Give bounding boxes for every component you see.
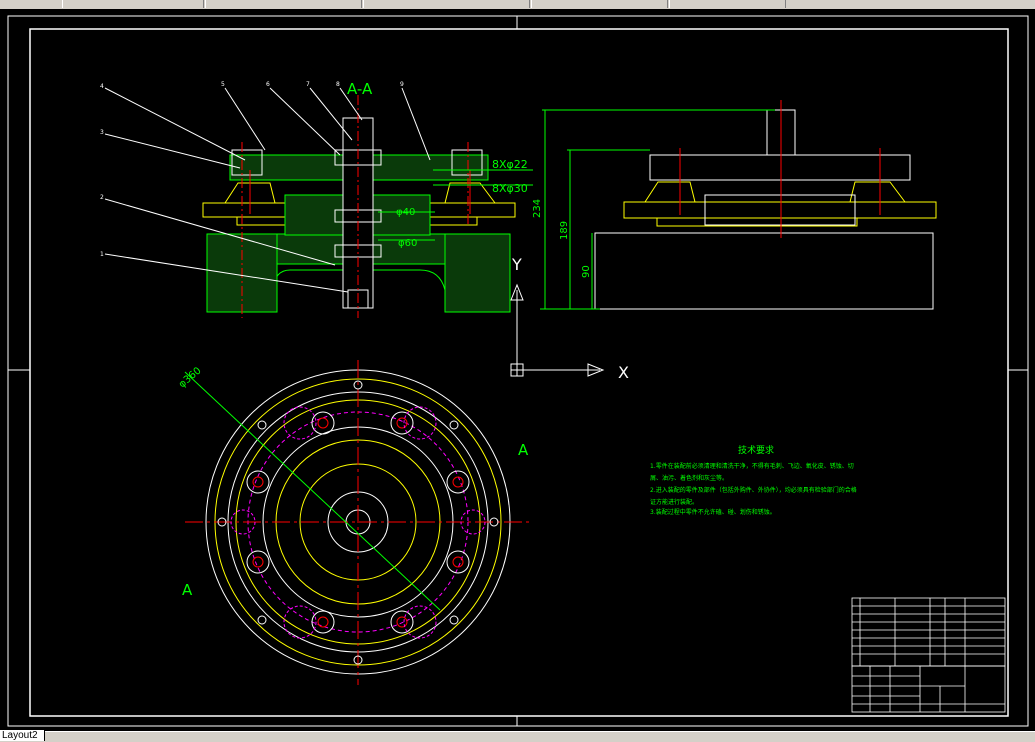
- callout-3: 3: [100, 129, 104, 136]
- dim-holes-22: 8Xφ22: [492, 158, 528, 171]
- callout-9: 9: [400, 81, 404, 88]
- toolbar-segment[interactable]: [669, 0, 786, 8]
- callout-4: 4: [100, 83, 104, 90]
- dim-bore-60: φ60: [398, 238, 417, 249]
- callout-7: 7: [306, 81, 310, 88]
- layout-tabs-bar: Layout2: [0, 730, 1035, 742]
- dim-diameter: φ360: [177, 365, 204, 390]
- toolbar-segment[interactable]: [62, 0, 204, 8]
- title-block: [851, 597, 1006, 713]
- toolbar-segment[interactable]: [363, 0, 530, 8]
- outer-frame: [7, 15, 1029, 727]
- plan-view: [184, 360, 530, 685]
- section-view: [202, 95, 533, 318]
- callout-numbers: 4 3 2 1 5 6 7 8 9: [100, 81, 404, 258]
- dim-234: 234: [532, 199, 543, 218]
- ucs-x-label: X: [618, 363, 629, 382]
- tech-line-4: 证方能进行装配。: [650, 498, 698, 506]
- drawing-canvas[interactable]: 4 3 2 1 5 6 7 8 9 A-A 8Xφ22 8Xφ30 φ40 φ6…: [0, 9, 1035, 731]
- callout-5: 5: [221, 81, 225, 88]
- side-view: [540, 100, 937, 310]
- toolbar-segment[interactable]: [531, 0, 668, 8]
- tech-line-2: 屑、油污、着色剂和灰尘等。: [650, 474, 728, 482]
- callout-8: 8: [336, 81, 340, 88]
- callout-1: 1: [100, 251, 104, 258]
- section-mark-right: A: [518, 441, 529, 459]
- tech-line-5: 3.装配过程中零件不允许磕、碰、划伤和锈蚀。: [650, 508, 776, 516]
- callout-6: 6: [266, 81, 270, 88]
- tech-line-1: 1.零件在装配前必须清理和清洗干净，不得有毛刺、飞边、氧化皮、锈蚀、切: [650, 462, 854, 470]
- ucs-icon: [510, 283, 605, 377]
- dim-189: 189: [559, 221, 570, 240]
- dim-bore-40: φ40: [396, 207, 415, 218]
- tech-requirements: 技术要求 1.零件在装配前必须清理和清洗干净，不得有毛刺、飞边、氧化皮、锈蚀、切…: [650, 444, 857, 516]
- ucs-y-label: Y: [511, 255, 522, 274]
- toolbar-segment[interactable]: [205, 0, 362, 8]
- dim-holes-30: 8Xφ30: [492, 182, 528, 195]
- cad-drawing: 4 3 2 1 5 6 7 8 9 A-A 8Xφ22 8Xφ30 φ40 φ6…: [7, 15, 1029, 727]
- section-label: A-A: [347, 80, 373, 98]
- section-mark-left: A: [182, 581, 193, 599]
- callout-2: 2: [100, 194, 104, 201]
- tech-title: 技术要求: [738, 444, 774, 456]
- inner-frame: [29, 28, 1009, 717]
- callout-leaders: [104, 87, 431, 293]
- tech-line-3: 2.进入装配的零件及部件（包括外购件、外协件），均必须具有检验部门的合格: [650, 486, 857, 494]
- dim-90: 90: [581, 265, 592, 278]
- layout-tab[interactable]: Layout2: [0, 730, 45, 741]
